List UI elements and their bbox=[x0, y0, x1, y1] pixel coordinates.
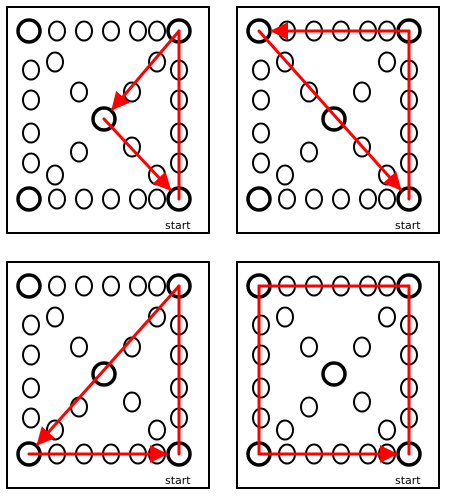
peg-circle bbox=[252, 59, 270, 81]
start-label: start bbox=[395, 219, 421, 232]
panel-square: start bbox=[236, 261, 440, 489]
peg-circle bbox=[46, 164, 64, 186]
peg-circle bbox=[22, 89, 40, 111]
path-segment bbox=[110, 29, 181, 111]
peg-circle bbox=[252, 314, 270, 336]
panel-triangle-center: start bbox=[6, 6, 210, 234]
peg-circle bbox=[22, 377, 40, 399]
corner-peg-bottom-left bbox=[246, 186, 272, 212]
peg-circle bbox=[148, 419, 166, 441]
peg-circle bbox=[305, 188, 323, 210]
peg-circle bbox=[75, 275, 93, 297]
panel-triangle-bottom: start bbox=[6, 261, 210, 489]
peg-circle bbox=[22, 344, 40, 366]
peg-circle bbox=[378, 306, 396, 328]
peg-circle bbox=[148, 306, 166, 328]
peg-circle bbox=[102, 20, 120, 42]
corner-peg-top-left bbox=[16, 18, 42, 44]
peg-circle bbox=[22, 407, 40, 429]
start-label: start bbox=[165, 219, 191, 232]
peg-circle bbox=[70, 141, 88, 163]
path-segment bbox=[257, 29, 402, 191]
peg-circle bbox=[378, 419, 396, 441]
peg-circle bbox=[75, 20, 93, 42]
panel-triangle-top: start bbox=[236, 6, 440, 234]
peg-circle bbox=[22, 59, 40, 81]
peg-circle bbox=[46, 306, 64, 328]
corner-peg-top-left bbox=[16, 273, 42, 299]
peg-circle bbox=[148, 275, 166, 297]
peg-circle bbox=[70, 336, 88, 358]
peg-circle bbox=[332, 188, 350, 210]
peg-circle bbox=[148, 20, 166, 42]
peg-circle bbox=[252, 407, 270, 429]
peg-circle bbox=[48, 275, 66, 297]
peg-circle bbox=[300, 81, 318, 103]
peg-circle bbox=[276, 51, 294, 73]
center-peg bbox=[321, 106, 347, 132]
path-segment bbox=[102, 117, 172, 192]
peg-circle bbox=[378, 51, 396, 73]
peg-circle bbox=[300, 336, 318, 358]
peg-circle bbox=[22, 122, 40, 144]
corner-peg-bottom-left bbox=[16, 186, 42, 212]
peg-circle bbox=[70, 81, 88, 103]
peg-circle bbox=[353, 391, 371, 413]
peg-circle bbox=[276, 419, 294, 441]
peg-circle bbox=[123, 136, 141, 158]
path-segment bbox=[36, 284, 181, 446]
center-peg bbox=[91, 361, 117, 387]
peg-circle bbox=[278, 188, 296, 210]
peg-circle bbox=[123, 391, 141, 413]
peg-circle bbox=[252, 377, 270, 399]
peg-circle bbox=[148, 51, 166, 73]
peg-circle bbox=[353, 336, 371, 358]
peg-circle bbox=[129, 275, 147, 297]
peg-circle bbox=[102, 188, 120, 210]
peg-circle bbox=[353, 81, 371, 103]
peg-circle bbox=[353, 136, 371, 158]
peg-circle bbox=[359, 188, 377, 210]
peg-circle bbox=[46, 51, 64, 73]
center-peg bbox=[321, 361, 347, 387]
peg-circle bbox=[48, 20, 66, 42]
peg-circle bbox=[102, 275, 120, 297]
peg-circle bbox=[252, 89, 270, 111]
peg-circle bbox=[252, 344, 270, 366]
peg-circle bbox=[22, 314, 40, 336]
corner-peg-top-left bbox=[246, 18, 272, 44]
start-label: start bbox=[165, 474, 191, 487]
peg-circle bbox=[252, 152, 270, 174]
peg-circle bbox=[75, 188, 93, 210]
start-label: start bbox=[395, 474, 421, 487]
peg-circle bbox=[129, 20, 147, 42]
peg-circle bbox=[129, 188, 147, 210]
center-peg bbox=[91, 106, 117, 132]
peg-circle bbox=[300, 141, 318, 163]
peg-circle bbox=[22, 152, 40, 174]
peg-circle bbox=[48, 188, 66, 210]
peg-circle bbox=[276, 164, 294, 186]
peg-circle bbox=[276, 306, 294, 328]
peg-circle bbox=[300, 396, 318, 418]
peg-circle bbox=[252, 122, 270, 144]
